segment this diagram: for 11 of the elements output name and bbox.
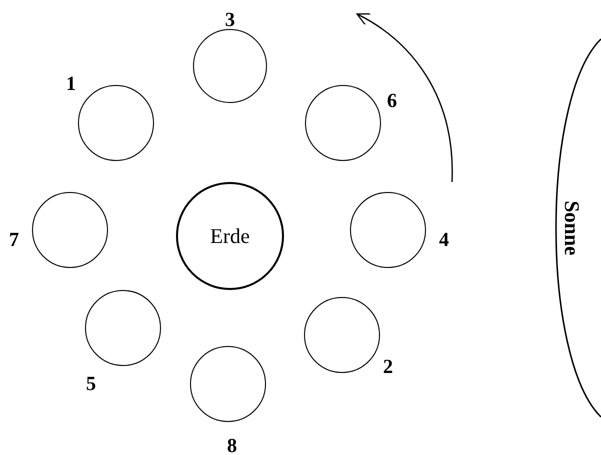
- sun-shape: [553, 38, 601, 418]
- position-number: 6: [387, 91, 397, 111]
- position-number: 4: [439, 230, 449, 250]
- position-number: 2: [383, 357, 393, 377]
- earth-label: Erde: [210, 224, 250, 248]
- sun-label: Sonne: [561, 200, 582, 256]
- position-number: 5: [86, 374, 96, 394]
- position-number: 3: [225, 10, 235, 30]
- position-number: 7: [9, 230, 19, 250]
- position-number: 1: [66, 74, 76, 94]
- position-number: 8: [227, 436, 237, 455]
